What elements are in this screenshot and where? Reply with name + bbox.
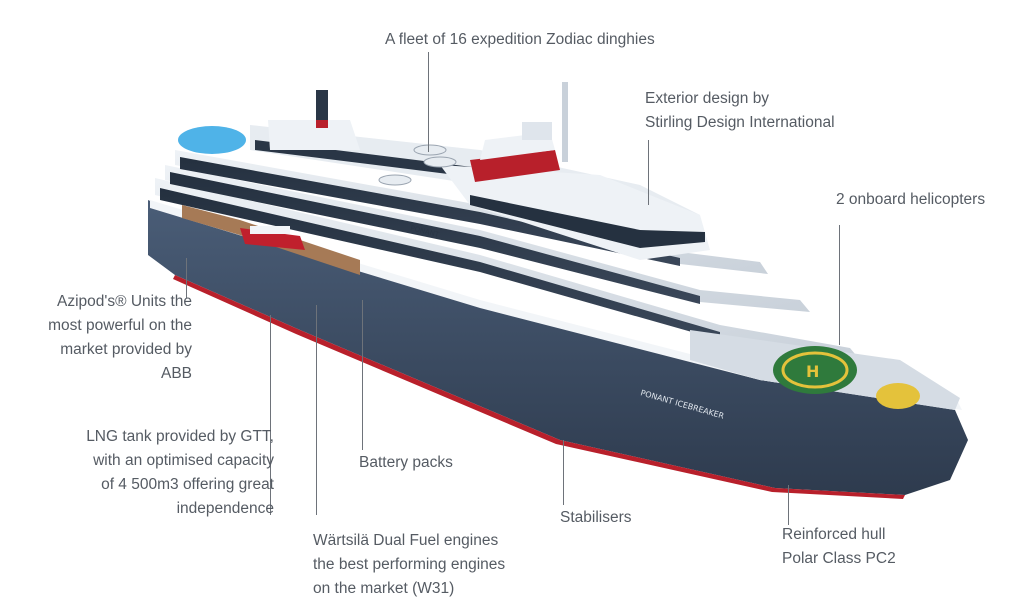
leader-zodiac <box>428 52 429 152</box>
label-reinforced-hull: Reinforced hull Polar Class PC2 <box>782 523 896 571</box>
label-exterior-design: Exterior design by Stirling Design Inter… <box>645 87 835 135</box>
helipad-2 <box>876 383 920 409</box>
label-lng-tank: LNG tank provided by GTT, with an optimi… <box>86 425 274 521</box>
leader-helicopters <box>839 225 840 345</box>
label-stabilisers: Stabilisers <box>560 506 632 530</box>
pool <box>178 126 246 154</box>
label-wartsila: Wärtsilä Dual Fuel engines the best perf… <box>313 529 505 601</box>
mast <box>562 82 568 162</box>
svg-text:H: H <box>806 362 819 381</box>
label-battery-packs: Battery packs <box>359 451 453 475</box>
leader-stabilisers <box>563 440 564 505</box>
zodiac-2 <box>424 157 456 167</box>
leader-hull <box>788 485 789 525</box>
leader-battery <box>362 300 363 450</box>
leader-exterior <box>648 140 649 205</box>
aft-housing <box>268 120 360 150</box>
label-zodiac: A fleet of 16 expedition Zodiac dinghies <box>385 28 655 52</box>
aft-chimney-band <box>316 120 328 128</box>
leader-wartsila <box>316 305 317 515</box>
zodiac-3 <box>379 175 411 185</box>
label-azipod: Azipod's® Units the most powerful on the… <box>48 290 192 386</box>
zodiac-1 <box>414 145 446 155</box>
label-helicopters: 2 onboard helicopters <box>836 188 985 212</box>
exhaust-pipes <box>522 122 552 140</box>
